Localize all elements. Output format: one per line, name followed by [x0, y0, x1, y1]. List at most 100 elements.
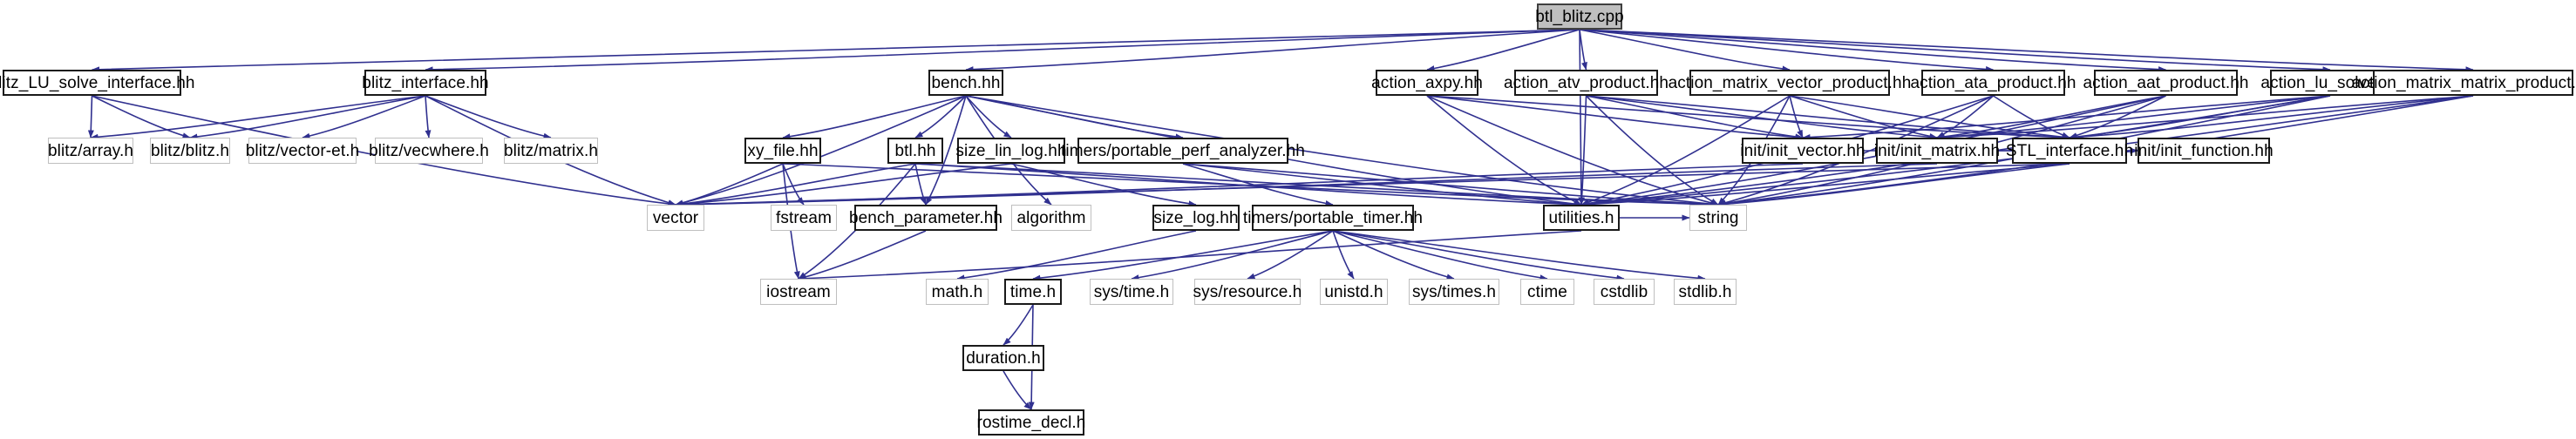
graph-node-sys-times-h[interactable]: sys/times.h	[1409, 279, 1499, 305]
graph-edge-xy-file-hh--to--string	[782, 163, 1719, 208]
graph-node-label: sys/time.h	[1093, 282, 1170, 301]
graph-edge-action-atv-product-hh--to--init-init-matrix-hh	[1586, 95, 1938, 140]
graph-node-label: blitz/array.h	[47, 141, 134, 160]
graph-edge-action-matrix-vector-product-hh--to--STL-interface-hh	[1789, 95, 2070, 140]
graph-edge-timers-portable-timer-hh--to--stdlib-h	[1332, 230, 1706, 281]
graph-edge-blitz-LU-solve-interface-hh--to--blitz-array-h	[87, 95, 94, 138]
graph-edge-action-axpy-hh--to--init-init-vector-hh	[1426, 95, 1804, 140]
graph-edge-btl-blitz-cpp--to--blitz-interface-hh	[425, 29, 1580, 73]
graph-node-blitz-vecwhere-h[interactable]: blitz/vecwhere.h	[369, 138, 489, 164]
graph-edge-action-axpy-hh--to--string	[1426, 95, 1719, 206]
graph-node-init-init-vector-hh[interactable]: init/init_vector.hh	[1740, 138, 1866, 164]
graph-node-label: string	[1697, 208, 1739, 227]
graph-node-unistd-h[interactable]: unistd.h	[1320, 279, 1388, 305]
graph-node-ctime[interactable]: ctime	[1520, 279, 1574, 305]
graph-edge-xy-file-hh--to--fstream	[782, 163, 805, 206]
graph-node-timers-portable-timer-hh[interactable]: timers/portable_timer.hh	[1243, 205, 1423, 231]
graph-edge-bench-parameter-hh--to--iostream	[798, 230, 927, 280]
graph-edge-action-lu-solve-hh--to--init-init-matrix-hh	[1936, 95, 2331, 140]
graph-node-label: action_matrix_vector_product.hh	[1668, 73, 1912, 92]
graph-node-utilities-h[interactable]: utilities.h	[1543, 205, 1620, 231]
graph-node-label: math.h	[931, 282, 983, 301]
graph-node-bench-parameter-hh[interactable]: bench_parameter.hh	[849, 205, 1003, 231]
graph-node-rostime-decl-h[interactable]: rostime_decl.h	[977, 409, 1085, 436]
graph-node-STL-interface-hh[interactable]: STL_interface.hh	[2006, 138, 2133, 164]
graph-node-label: vector	[652, 208, 699, 227]
graph-edge-timers-portable-timer-hh--to--cstdlib	[1332, 230, 1625, 281]
graph-node-label: timers/portable_perf_analyzer.hh	[1061, 141, 1305, 160]
graph-edge-action-aat-product-hh--to--init-init-matrix-hh	[1936, 95, 2166, 140]
graph-node-btl-blitz-cpp[interactable]: btl_blitz.cpp	[1535, 3, 1624, 30]
graph-edge-btl-hh--to--bench-parameter-hh	[914, 163, 927, 206]
graph-node-vector[interactable]: vector	[647, 205, 704, 231]
graph-node-blitz-blitz-h[interactable]: blitz/blitz.h	[150, 138, 230, 164]
graph-node-label: duration.h	[966, 348, 1041, 368]
graph-node-sys-time-h[interactable]: sys/time.h	[1090, 279, 1173, 305]
graph-node-duration-h[interactable]: duration.h	[962, 345, 1044, 371]
graph-edge-timers-portable-timer-hh--to--sys-time-h	[1131, 230, 1334, 281]
graph-edge-STL-interface-hh--to--vector	[675, 163, 2070, 208]
graph-node-blitz-LU-solve-interface-hh[interactable]: blitz_LU_solve_interface.hh	[0, 70, 194, 96]
graph-node-blitz-array-h[interactable]: blitz/array.h	[48, 138, 133, 164]
graph-node-label: size_lin_log.hh	[955, 141, 1067, 160]
graph-node-label: blitz/vector-et.h	[245, 141, 360, 160]
graph-edge-action-atv-product-hh--to--utilities-h	[1579, 95, 1587, 206]
graph-edge-btl-blitz-cpp--to--action-lu-solve-hh	[1579, 29, 2331, 73]
graph-node-stdlib-h[interactable]: stdlib.h	[1674, 279, 1737, 305]
graph-node-init-init-function-hh[interactable]: init/init_function.hh	[2134, 138, 2274, 164]
graph-node-size-log-hh[interactable]: size_log.hh	[1152, 205, 1240, 231]
graph-node-blitz-interface-hh[interactable]: blitz_interface.hh	[362, 70, 489, 96]
graph-edge-timers-portable-perf-analyzer-hh--to--timers-portable-timer-hh	[1182, 163, 1334, 206]
graph-edge-blitz-interface-hh--to--blitz-matrix-h	[425, 95, 552, 139]
graph-node-action-matrix-vector-product-hh[interactable]: action_matrix_vector_product.hh	[1669, 70, 1911, 96]
graph-edge-bench-hh--to--xy-file-hh	[782, 95, 967, 140]
graph-node-sys-resource-h[interactable]: sys/resource.h	[1193, 279, 1302, 305]
graph-node-label: time.h	[1009, 282, 1057, 301]
graph-node-action-ata-product-hh[interactable]: action_ata_product.hh	[1910, 70, 2076, 96]
graph-node-timers-portable-perf-analyzer-hh[interactable]: timers/portable_perf_analyzer.hh	[1061, 138, 1305, 164]
graph-node-xy-file-hh[interactable]: xy_file.hh	[744, 138, 821, 164]
graph-node-cstdlib[interactable]: cstdlib	[1594, 279, 1655, 305]
graph-node-action-atv-product-hh[interactable]: action_atv_product.hh	[1504, 70, 1669, 96]
graph-node-string[interactable]: string	[1689, 205, 1747, 231]
graph-node-math-h[interactable]: math.h	[926, 279, 989, 305]
graph-edge-timers-portable-timer-hh--to--sys-resource-h	[1247, 230, 1334, 280]
graph-node-init-init-matrix-hh[interactable]: init/init_matrix.hh	[1874, 138, 2000, 164]
graph-node-blitz-vector-et-h[interactable]: blitz/vector-et.h	[246, 138, 359, 164]
graph-node-label: bench_parameter.hh	[848, 208, 1003, 227]
graph-node-label: timers/portable_timer.hh	[1242, 208, 1424, 227]
graph-edge-time-h--to--duration-h	[1003, 304, 1034, 346]
graph-edge-STL-interface-hh--to--string	[1717, 163, 2070, 207]
graph-node-label: fstream	[775, 208, 833, 227]
graph-edge-blitz-interface-hh--to--blitz-vector-et-h	[302, 95, 426, 139]
graph-edge-action-matrix-vector-product-hh--to--init-init-vector-hh	[1789, 95, 1804, 138]
graph-edge-action-axpy-hh--to--utilities-h	[1426, 95, 1582, 206]
graph-node-action-aat-product-hh[interactable]: action_aat_product.hh	[2083, 70, 2248, 96]
graph-edge-xy-file-hh--to--vector	[675, 163, 784, 206]
graph-edge-action-ata-product-hh--to--init-init-matrix-hh	[1936, 95, 1995, 138]
graph-node-action-matrix-matrix-product-hh[interactable]: action_matrix_matrix_product.hh	[2352, 70, 2576, 96]
graph-edge-action-atv-product-hh--to--init-init-vector-hh	[1586, 95, 1804, 140]
graph-edge-btl-hh--to--vector	[675, 163, 916, 207]
graph-node-fstream[interactable]: fstream	[771, 205, 837, 231]
graph-edge-btl-blitz-cpp--to--bench-hh	[965, 29, 1580, 73]
graph-node-btl-hh[interactable]: btl.hh	[887, 138, 943, 164]
graph-node-action-axpy-hh[interactable]: action_axpy.hh	[1371, 70, 1483, 96]
graph-node-iostream[interactable]: iostream	[760, 279, 837, 305]
graph-edge-timers-portable-timer-hh--to--ctime	[1332, 230, 1548, 281]
graph-edge-size-log-hh--to--math-h	[956, 230, 1197, 281]
graph-edge-action-axpy-hh--to--STL-interface-hh	[1426, 95, 2070, 141]
graph-edge-btl-blitz-cpp--to--action-matrix-vector-product-hh	[1579, 29, 1791, 72]
graph-node-bench-hh[interactable]: bench.hh	[928, 70, 1003, 96]
graph-edge-timers-portable-perf-analyzer-hh--to--string	[1182, 163, 1719, 208]
graph-node-time-h[interactable]: time.h	[1004, 279, 1062, 305]
graph-node-size-lin-log-hh[interactable]: size_lin_log.hh	[955, 138, 1067, 164]
graph-edge-timers-portable-perf-analyzer-hh--to--utilities-h	[1182, 163, 1582, 207]
graph-edge-STL-interface-hh--to--utilities-h	[1580, 163, 2070, 208]
graph-node-label: rostime_decl.h	[976, 413, 1086, 432]
graph-node-blitz-matrix-h[interactable]: blitz/matrix.h	[504, 138, 598, 164]
graph-node-algorithm[interactable]: algorithm	[1011, 205, 1091, 231]
graph-node-label: btl_blitz.cpp	[1535, 7, 1624, 26]
graph-edge-timers-portable-timer-hh--to--time-h	[1032, 230, 1334, 281]
graph-edge-blitz-interface-hh--to--blitz-vecwhere-h	[425, 95, 432, 138]
